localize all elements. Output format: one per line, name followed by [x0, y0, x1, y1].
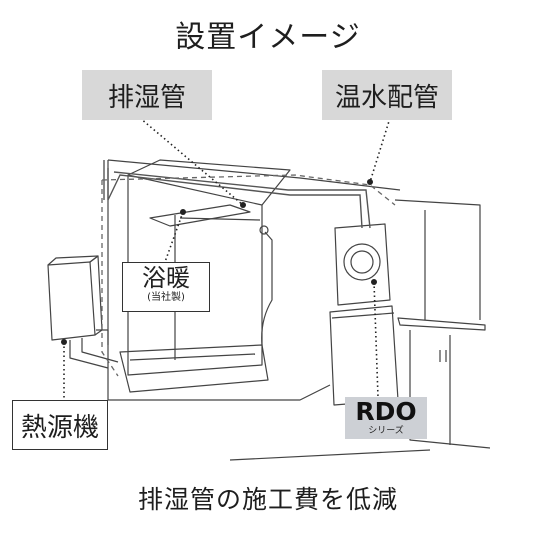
dryer-unit [334, 223, 391, 306]
upper-cabinet [394, 199, 481, 320]
exhaust-duct [103, 160, 371, 229]
leader-lines [63, 117, 391, 400]
rdo-label: RDO シリーズ [345, 397, 427, 439]
hot-water-pipe-label: 温水配管 [322, 70, 452, 120]
heat-source-label: 熱源機 [12, 400, 108, 450]
lower-cabinet [409, 330, 491, 449]
page-title: 設置イメージ [175, 20, 361, 55]
bottom-caption: 排湿管の施工費を低減 [137, 485, 398, 514]
bath-heater-label-text: 浴暖 [142, 264, 190, 292]
heat-source-pipe [69, 340, 109, 369]
rdo-label-text: RDO [355, 397, 417, 426]
bath-heater-label: 浴暖 (当社製) [122, 262, 210, 312]
shower [261, 231, 273, 346]
bath-heater-unit [149, 204, 251, 227]
rdo-series-text: シリーズ [368, 426, 404, 436]
bath-heater-note: (当社製) [147, 292, 185, 303]
heat-source-unit [47, 261, 96, 341]
hot-water-pipe-line [101, 174, 396, 377]
exhaust-pipe-label: 排湿管 [82, 70, 212, 120]
washer-unit [329, 305, 399, 406]
room-outline [107, 160, 331, 401]
bathtub [119, 344, 269, 393]
